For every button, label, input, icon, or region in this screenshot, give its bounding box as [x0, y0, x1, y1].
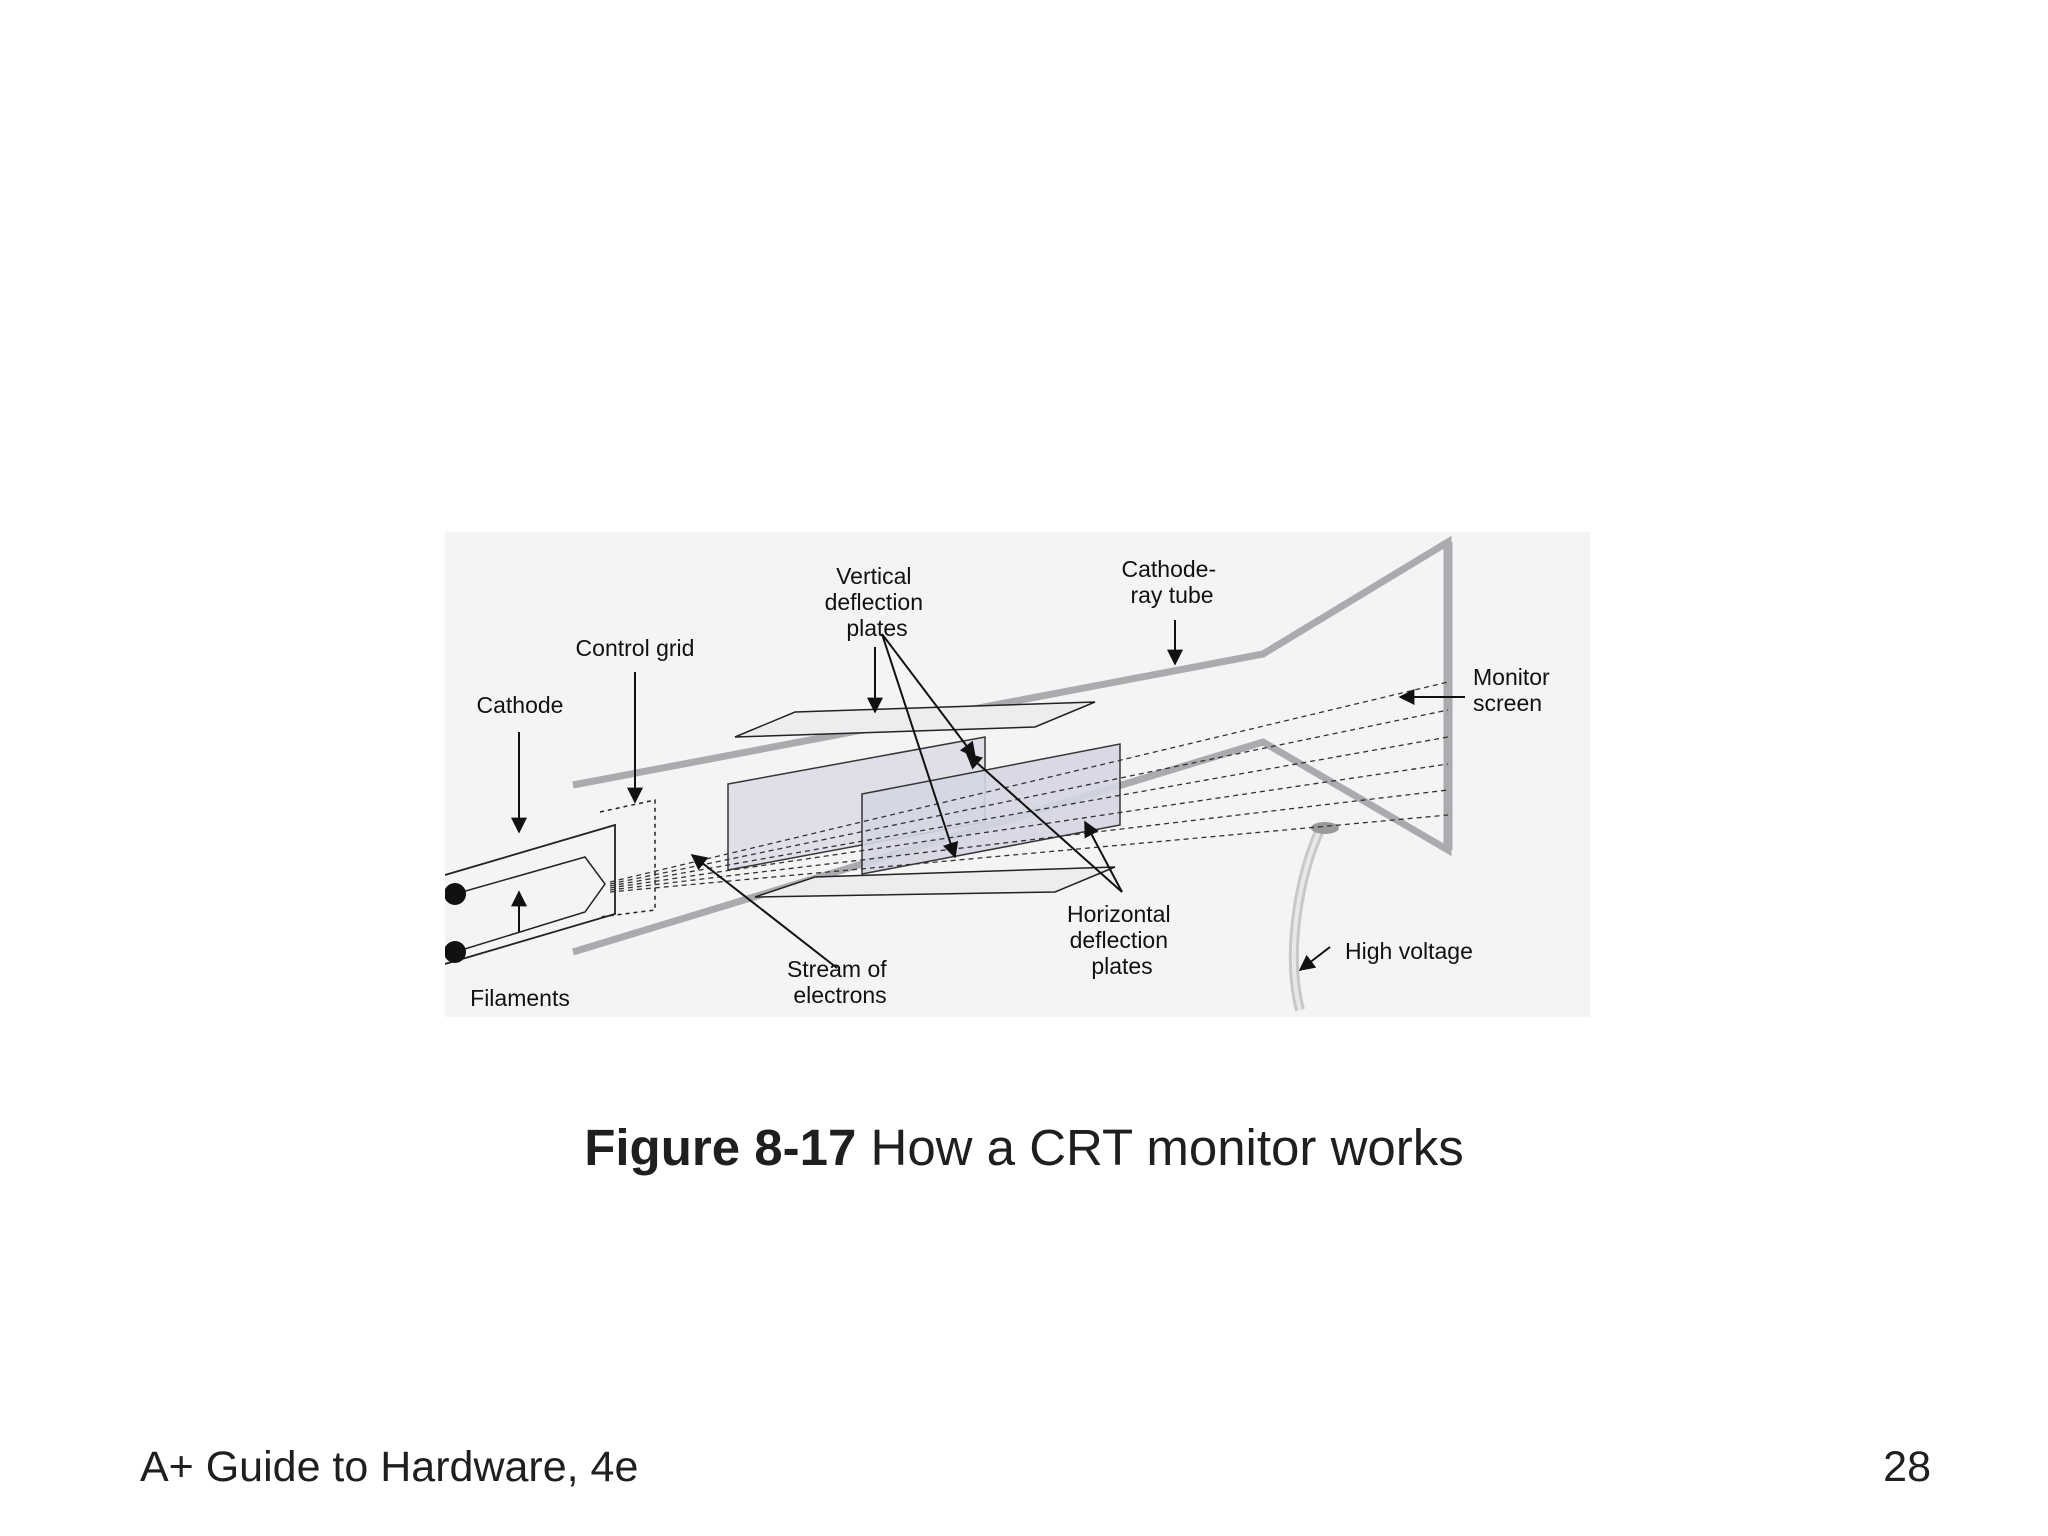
figure-caption-text: How a CRT monitor works — [856, 1119, 1464, 1176]
label-high-voltage: High voltage — [1345, 938, 1473, 964]
upper-vertical-deflection-plate — [734, 701, 1096, 738]
label-vertical-line-3: plates — [846, 615, 907, 641]
tube-outline-top — [570, 532, 1450, 612]
label-vertical-deflection-plates: Vertical deflection plates — [825, 563, 930, 641]
cathode-inner — [454, 856, 606, 953]
label-crt-line-1: Cathode- — [1121, 556, 1216, 582]
label-cathode-ray-tube: Cathode- ray tube — [1121, 556, 1222, 608]
label-crt-line-2: ray tube — [1130, 582, 1213, 608]
label-arrows — [511, 620, 1465, 971]
label-horizontal-line-2: deflection — [1070, 927, 1168, 953]
footer-title: A+ Guide to Hardware, 4e — [140, 1443, 639, 1491]
label-horizontal-deflection-plates: Horizontal deflection plates — [1067, 901, 1177, 979]
label-horizontal-line-1: Horizontal — [1067, 901, 1171, 927]
filament-terminal-lower — [445, 941, 466, 963]
label-vertical-line-2: deflection — [825, 589, 923, 615]
label-monitor-screen: Monitor screen — [1473, 664, 1556, 716]
cathode-body — [445, 823, 616, 965]
label-stream-line-2: electrons — [793, 982, 886, 1008]
lower-vertical-deflection-plate — [754, 866, 1116, 898]
label-control-grid: Control grid — [576, 635, 695, 661]
crt-diagram-panel: Vertical deflection plates Cathode- ray … — [445, 532, 1590, 1017]
page-number: 28 — [1883, 1443, 1931, 1491]
filament-terminal-upper — [445, 883, 466, 905]
label-cathode: Cathode — [477, 692, 564, 718]
high-voltage-cable-edge — [1291, 829, 1322, 1011]
label-stream-line-1: Stream of — [787, 956, 887, 982]
figure-caption: Figure 8-17 How a CRT monitor works — [0, 1118, 2048, 1177]
label-vertical-line-1: Vertical — [836, 563, 911, 589]
label-filaments: Filaments — [470, 985, 570, 1011]
electron-beam-lines — [609, 681, 1449, 893]
label-monitor-line-2: screen — [1473, 690, 1542, 716]
figure-number: Figure 8-17 — [584, 1119, 857, 1176]
label-monitor-line-1: Monitor — [1473, 664, 1550, 690]
label-stream-of-electrons: Stream of electrons — [787, 956, 893, 1008]
crt-diagram: Vertical deflection plates Cathode- ray … — [445, 532, 1556, 1012]
label-horizontal-line-3: plates — [1091, 953, 1152, 979]
control-grid — [599, 799, 656, 918]
high-voltage-connector — [1311, 822, 1339, 834]
